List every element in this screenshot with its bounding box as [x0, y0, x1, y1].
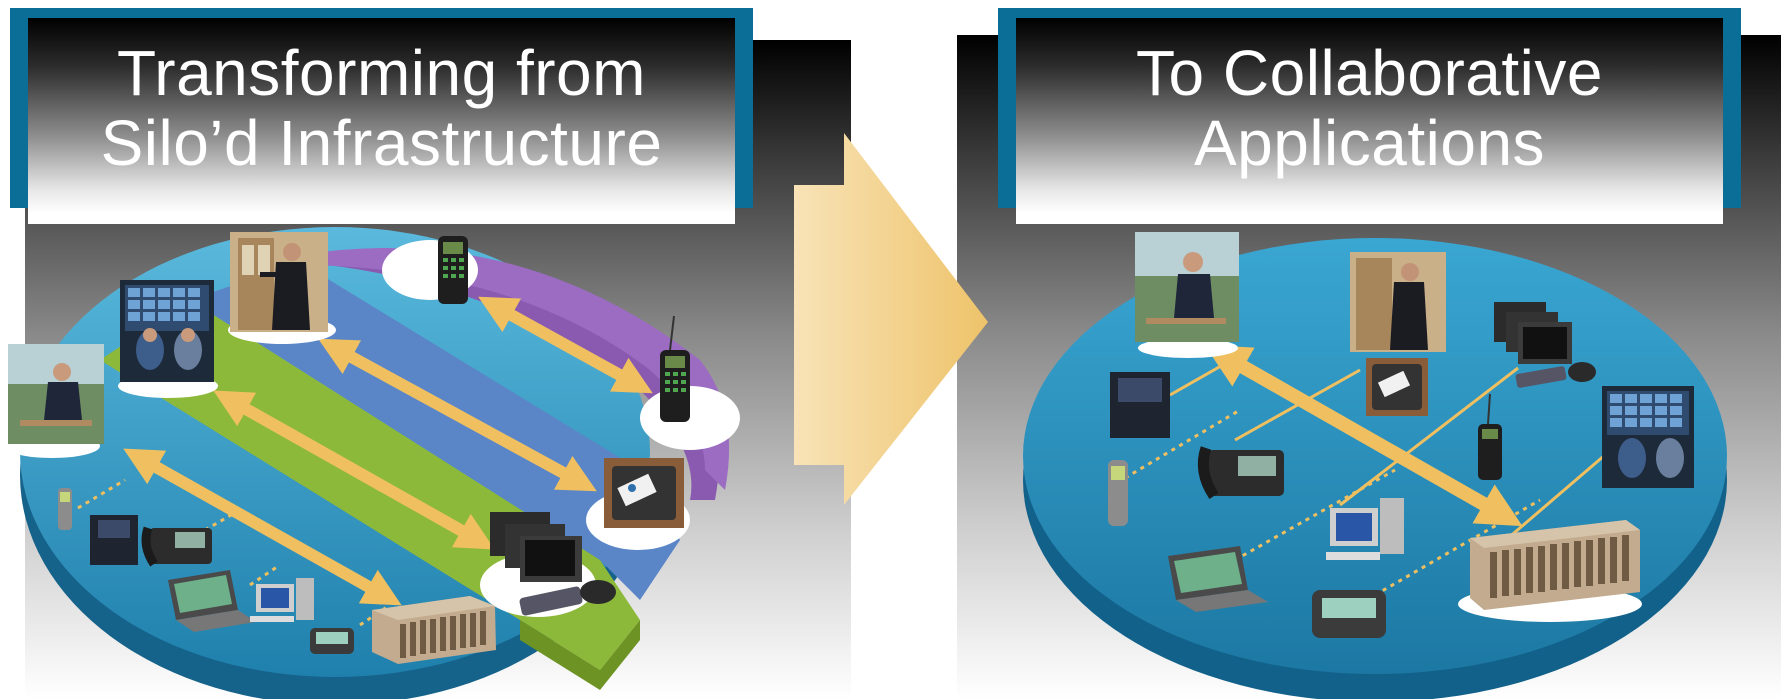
collaboration-arrow — [1204, 344, 1523, 527]
photo-woman-phone — [8, 344, 104, 444]
transition-arrow — [794, 133, 988, 505]
right-storage-array — [1470, 520, 1640, 610]
left-title-line2: Silo’d Infrastructure — [100, 107, 663, 179]
pedestal-right-woman — [1138, 338, 1238, 358]
right-title-line1: To Collaborative — [1136, 37, 1603, 109]
left-security-monitors — [490, 512, 616, 616]
left-desktop-pc — [250, 578, 314, 622]
photo-man-at-door — [230, 232, 328, 332]
right-title-line2: Applications — [1193, 107, 1546, 179]
right-title-banner: To Collaborative Applications — [998, 8, 1741, 224]
photo-right-woman-phone — [1135, 232, 1239, 342]
right-card-reader — [1366, 358, 1428, 416]
left-title-line1: Transforming from — [117, 37, 646, 109]
left-pager — [310, 628, 354, 654]
silo-arrow-disc — [123, 448, 402, 606]
right-cell-phone — [1108, 460, 1128, 526]
left-banner-inner — [28, 18, 735, 224]
right-desktop-pc — [1326, 498, 1404, 560]
handheld-radio-top — [438, 236, 468, 304]
left-title: Transforming from Silo’d Infrastructure — [10, 38, 753, 178]
photo-control-room — [120, 280, 214, 382]
card-reader — [604, 458, 684, 528]
photo-right-control-room — [1602, 386, 1694, 488]
right-banner-inner — [1016, 18, 1723, 224]
left-silo-diagram — [4, 227, 740, 699]
right-pager — [1312, 590, 1386, 638]
right-security-monitors — [1494, 302, 1596, 388]
right-laptop — [1168, 546, 1268, 612]
left-title-banner: Transforming from Silo’d Infrastructure — [10, 8, 753, 224]
left-cell-phone — [58, 488, 72, 530]
right-ip-phone — [1197, 446, 1284, 500]
left-kiosk — [90, 515, 138, 565]
right-handheld-radio — [1478, 393, 1502, 480]
silo-band-green-edge — [520, 620, 640, 690]
left-ip-phone — [141, 526, 212, 567]
right-collaborative-diagram — [1023, 232, 1727, 699]
left-storage-array — [372, 596, 496, 664]
photo-right-man-door — [1350, 252, 1446, 352]
left-laptop — [168, 570, 256, 632]
right-kiosk — [1110, 372, 1170, 438]
handheld-radio-right — [660, 315, 690, 422]
right-title: To Collaborative Applications — [998, 38, 1741, 178]
